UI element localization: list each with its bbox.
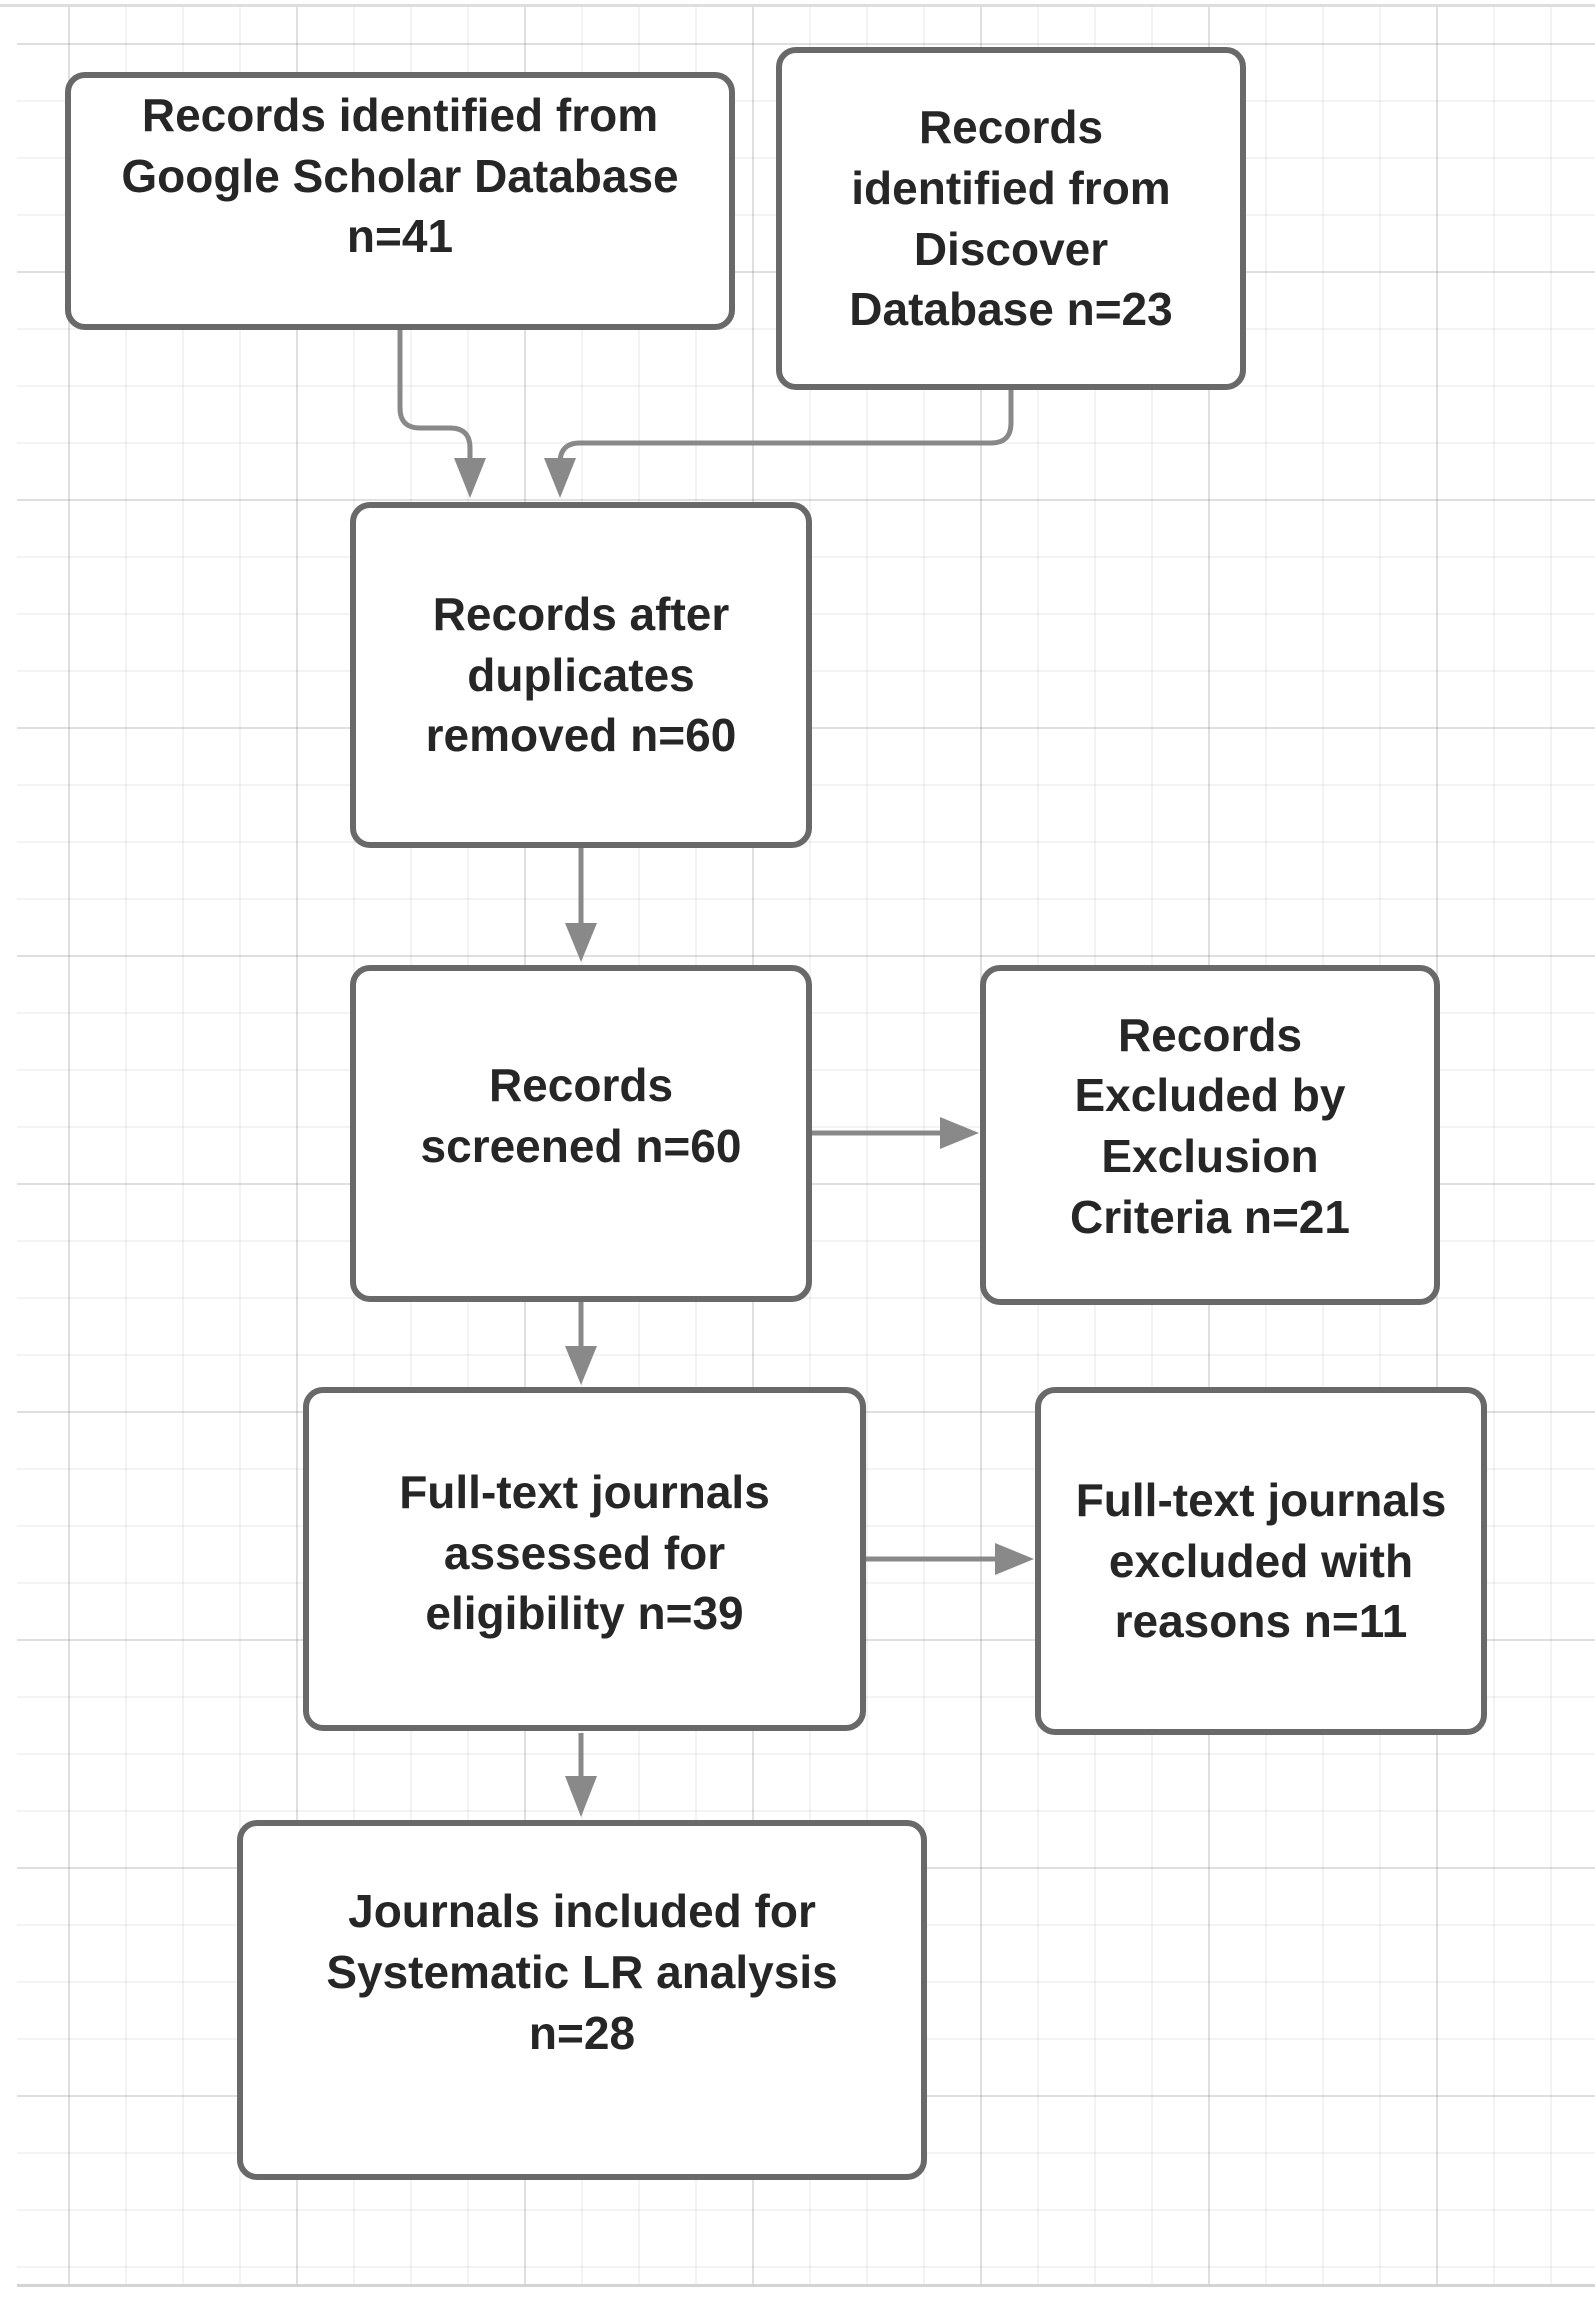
- flow-box-journals-included: Journals included for Systematic LR anal…: [237, 1820, 927, 2180]
- flow-box-label: Records identified from Discover Databas…: [849, 101, 1173, 336]
- flow-box-identified-google-scholar: Records identified from Google Scholar D…: [65, 72, 735, 330]
- flow-box-fulltext-excluded: Full-text journals excluded with reasons…: [1035, 1387, 1487, 1735]
- flow-box-label: Records after duplicates removed n=60: [425, 587, 737, 762]
- flow-box-label: Records identified from Google Scholar D…: [121, 88, 679, 263]
- flow-box-label: Records screened n=60: [420, 1059, 742, 1172]
- flow-box-records-excluded: Records Excluded by Exclusion Criteria n…: [980, 965, 1440, 1305]
- canvas-bottom-edge-line: [17, 2284, 1595, 2287]
- flow-box-label: Records Excluded by Exclusion Criteria n…: [1070, 1008, 1350, 1243]
- flow-box-identified-discover: Records identified from Discover Databas…: [776, 47, 1246, 390]
- flow-box-label: Full-text journals excluded with reasons…: [1075, 1473, 1447, 1648]
- flow-box-label: Full-text journals assessed for eligibil…: [399, 1465, 770, 1640]
- flow-box-duplicates-removed: Records after duplicates removed n=60: [350, 502, 812, 848]
- flow-box-fulltext-assessed: Full-text journals assessed for eligibil…: [303, 1387, 866, 1731]
- flow-box-records-screened: Records screened n=60: [350, 965, 812, 1302]
- flow-box-label: Journals included for Systematic LR anal…: [326, 1885, 838, 2059]
- canvas-top-edge-line: [0, 4, 1595, 7]
